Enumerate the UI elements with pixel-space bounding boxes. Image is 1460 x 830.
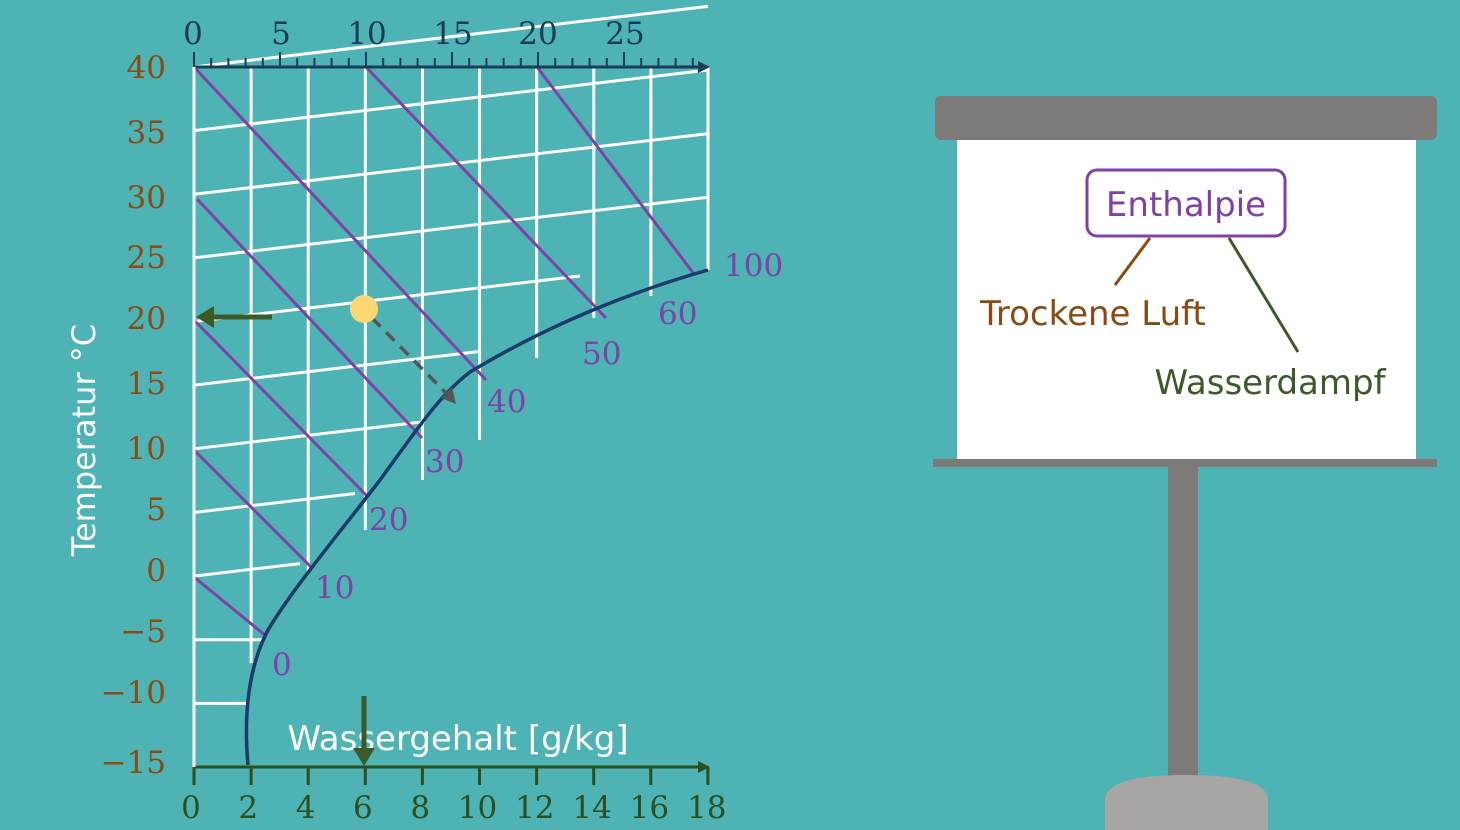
- enthalpy-label: 30: [425, 444, 464, 480]
- board-pole: [1168, 467, 1198, 787]
- enthalpy-label: 20: [369, 502, 408, 538]
- x-tick-label: 12: [515, 790, 554, 826]
- state-point: [350, 295, 378, 323]
- enthalpy-label: 50: [582, 336, 621, 372]
- x-tick-label: 2: [238, 790, 258, 826]
- x-tick-label: 6: [353, 790, 373, 826]
- enthalpy-label: 10: [315, 570, 354, 606]
- enthalpy-label: 60: [658, 296, 697, 332]
- x-tick-label: 16: [630, 790, 669, 826]
- y-tick-label: 10: [127, 431, 166, 467]
- x-top-tick-label: 20: [518, 16, 557, 52]
- isotherm-line: [193, 195, 709, 260]
- presentation-board: Enthalpie Trockene Luft Wasserdampf: [933, 96, 1437, 830]
- board-bottom-bar: [933, 459, 1437, 467]
- enthalpy-line: [535, 66, 696, 275]
- y-tick-label: 25: [127, 240, 166, 276]
- x-tick-label: 18: [687, 790, 726, 826]
- enthalpy-label: Enthalpie: [1106, 185, 1266, 225]
- isotherm-line: [193, 350, 479, 387]
- saturation-curve: [244, 268, 709, 766]
- connector-water-vapor: [1227, 237, 1300, 353]
- enthalpy-line: [193, 575, 267, 638]
- isotherm-line: [193, 491, 356, 514]
- y-tick-label: 30: [127, 180, 166, 216]
- y-tick-label: 35: [127, 115, 166, 151]
- x-top-tick-label: 0: [183, 16, 203, 52]
- board-base: [1105, 775, 1268, 830]
- water-vapor-label: Wasserdampf: [1154, 363, 1386, 403]
- process-arrow-head: [441, 387, 456, 404]
- enthalpy-line: [195, 197, 424, 440]
- enthalpy-lines: [192, 65, 696, 638]
- y-tick-label: −15: [101, 745, 166, 781]
- board-top-bar: [935, 96, 1437, 140]
- isotherm-line: [193, 68, 709, 133]
- y-tick-label: 20: [127, 301, 166, 337]
- enthalpy-line: [364, 65, 608, 320]
- y-tick-label: 0: [146, 553, 166, 589]
- x-tick-label: 4: [296, 790, 316, 826]
- y-tick-label: 40: [127, 50, 166, 86]
- process-arrow-dashed: [370, 316, 450, 397]
- dry-air-label: Trockene Luft: [979, 294, 1206, 334]
- x-top-tick-label: 10: [347, 16, 386, 52]
- x-tick-label: 10: [458, 790, 497, 826]
- enthalpy-line: [192, 448, 314, 570]
- x-tick-label: 0: [181, 790, 201, 826]
- x-top-tick-label: 25: [605, 16, 644, 52]
- saturation-label: 100: [724, 248, 783, 284]
- isotherm-line: [193, 562, 301, 578]
- isotherm-line: [193, 132, 709, 196]
- enthalpy-line: [192, 318, 370, 499]
- enthalpy-line: [192, 65, 488, 382]
- y-tick-label: 15: [127, 366, 166, 402]
- y-axis-title: Temperatur °C: [65, 324, 103, 557]
- bottom-axis: [192, 761, 710, 785]
- y-tick-label: −10: [101, 675, 166, 711]
- top-axis: [193, 52, 710, 73]
- water-content-readout-arrow: [353, 696, 375, 766]
- x-top-tick-label: 15: [433, 16, 472, 52]
- enthalpy-label: 0: [272, 647, 292, 683]
- enthalpy-labels: 0 10 20 30 40 50 60: [272, 296, 697, 683]
- x-top-tick-labels: 0 5 10 15 20 25: [183, 16, 645, 52]
- y-tick-label: 5: [146, 492, 166, 528]
- enthalpy-box: [1085, 168, 1287, 238]
- x-tick-label: 14: [572, 790, 611, 826]
- y-tick-labels: 40 35 30 25 20 15 10 5 0 −5 −10 −15: [101, 50, 166, 781]
- x-axis-title: Wassergehalt [g/kg]: [287, 719, 628, 759]
- enthalpy-label: 40: [487, 384, 526, 420]
- temperature-readout-arrow: [196, 306, 272, 328]
- y-tick-label: −5: [120, 614, 166, 650]
- isotherm-line: [193, 274, 581, 324]
- connector-dry-air: [1113, 237, 1152, 286]
- x-top-tick-label: 5: [271, 16, 291, 52]
- x-bottom-tick-labels: 0 2 4 6 8 10 12 14 16 18: [181, 790, 726, 826]
- x-tick-label: 8: [410, 790, 430, 826]
